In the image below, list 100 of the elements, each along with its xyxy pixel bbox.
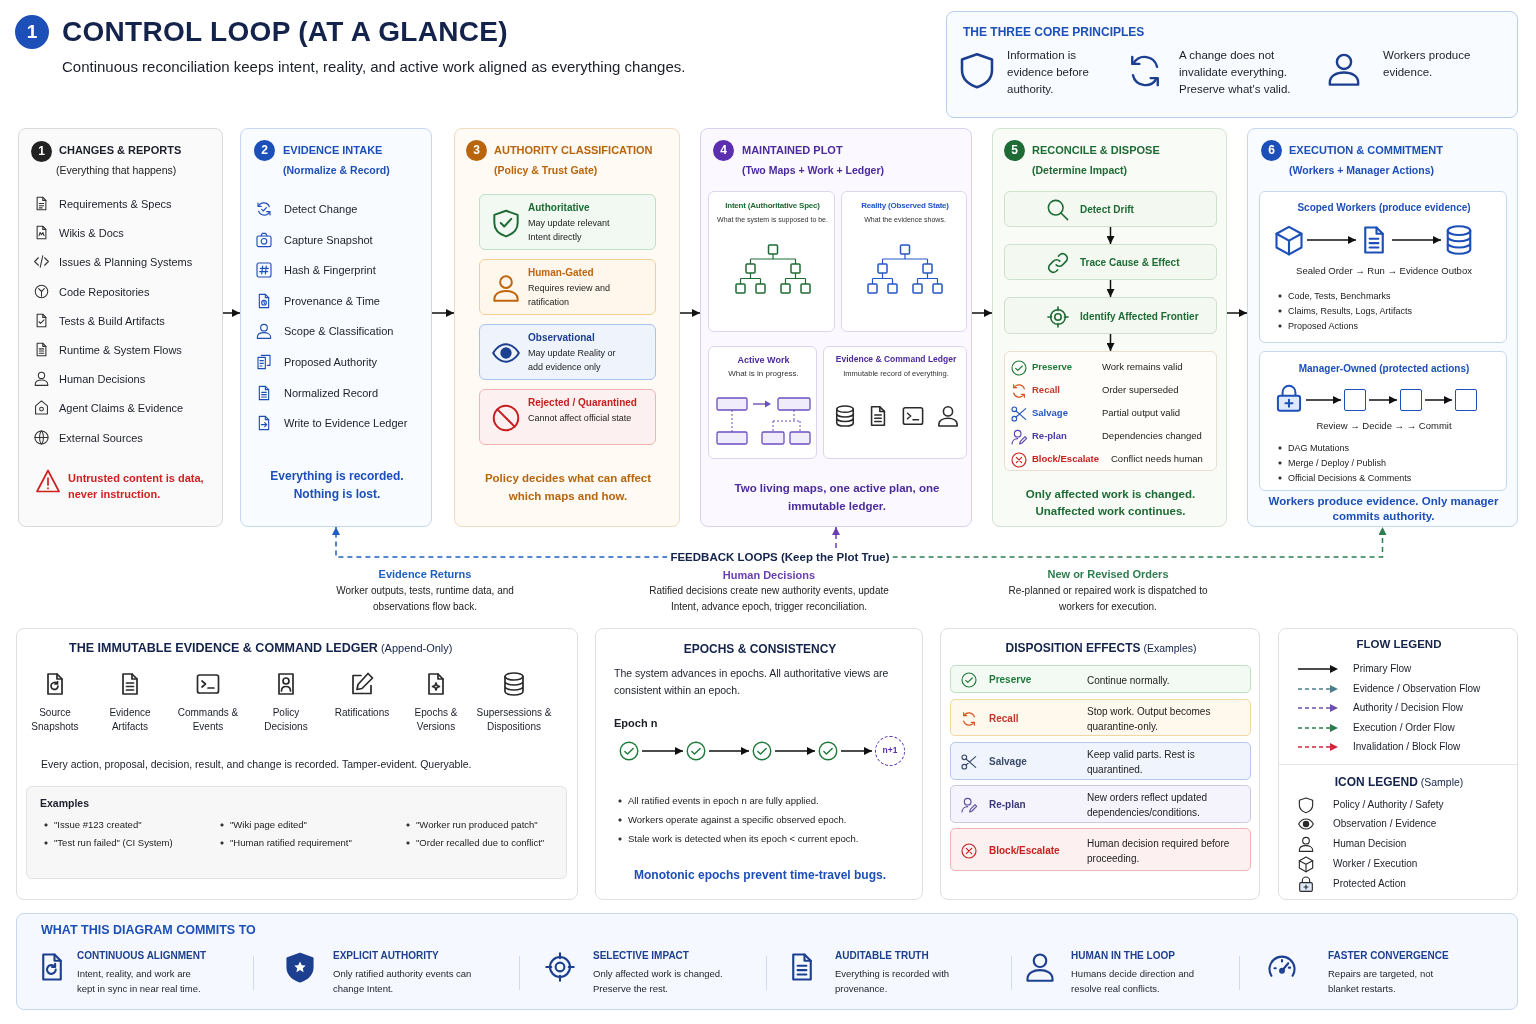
process-step [1004, 297, 1217, 334]
disposition-text: Continue normally. [1087, 674, 1170, 688]
disposition-name: Preserve [989, 673, 1032, 687]
card-title: Manager-Owned (protected actions) [1298, 362, 1470, 376]
item-label: Epochs & Versions [413, 706, 459, 734]
bullet-item: Workers operate against a specific observed epoch. [618, 814, 847, 827]
category-card [479, 389, 656, 445]
list-item: Write to Evidence Ledger [284, 416, 408, 432]
subheading: Epoch n [614, 716, 658, 731]
description-text: Ratified decisions create new authority events, update Intent, advance epoch, trigger reconciliation. [648, 584, 890, 614]
stage-panel [700, 128, 972, 527]
disposition-name: Salvage [989, 755, 1027, 769]
step-label: Detect Drift [1080, 203, 1134, 217]
item-text: Intent, reality, and work are kept in sync in near real time. [77, 967, 202, 996]
arrow [1306, 236, 1357, 244]
subtitle: Continuous reconciliation keeps intent, reality, and active work aligned as everything changes. [62, 57, 686, 77]
disposition-row [950, 828, 1251, 871]
stage-panel [454, 128, 680, 527]
panel-subtitle: (Policy & Trust Gate) [494, 163, 598, 178]
card-title: Human-Gated [528, 266, 594, 280]
map-card [708, 346, 817, 459]
item-heading: FASTER CONVERGENCE [1328, 949, 1449, 963]
ledger-panel [16, 628, 578, 900]
list-item: Tests & Build Artifacts [59, 313, 165, 329]
card-text: Requires review and ratification [528, 282, 612, 309]
panel-heading: EVIDENCE INTAKE [283, 143, 383, 158]
process-step [1004, 191, 1217, 227]
disposition-name: Recall [1032, 384, 1060, 397]
check-circle-icon [818, 741, 838, 761]
category-card [479, 259, 656, 315]
disposition-row [950, 785, 1251, 823]
card-title: Active Work [737, 354, 790, 367]
disposition-row [950, 742, 1251, 780]
card-text: May update Reality or add evidence only [528, 347, 617, 374]
warning-note: Untrusted content is data, never instruction. [68, 471, 205, 502]
legend-text: Authority / Decision Flow [1353, 701, 1464, 715]
panel-heading: RECONCILE & DISPOSE [1032, 143, 1160, 158]
arrow [1106, 226, 1115, 245]
dashed-arrow [832, 526, 840, 549]
description-text: Every action, proposal, decision, result, and change is recorded. Tamper-evident. Queryable. [41, 757, 472, 772]
dashed-arrow [891, 526, 1387, 558]
legend-text: Human Decision [1333, 837, 1407, 851]
edge-label: Human Decisions [722, 568, 816, 583]
map-card [823, 346, 967, 459]
examples-panel [26, 786, 567, 879]
panel-heading: MAINTAINED PLOT [742, 143, 843, 158]
list-item: External Sources [59, 430, 143, 446]
disposition-name: Block/Escalate [1032, 453, 1100, 466]
check-circle-icon [619, 741, 639, 761]
panel-heading: DISPOSITION EFFECTS (Examples) [1005, 640, 1197, 657]
stage-panel [992, 128, 1227, 527]
flow-caption: Sealed Order → Run → Evidence Outbox [1296, 265, 1472, 278]
list-item: Requirements & Specs [59, 197, 172, 212]
disposition-text: Human decision required before proceeding. [1087, 836, 1231, 866]
disposition-text: New orders reflect updated dependencies/conditions. [1087, 791, 1209, 820]
panel-heading: CHANGES & REPORTS [59, 143, 182, 158]
list-item: Runtime & System Flows [59, 343, 182, 358]
arrow [1106, 279, 1115, 298]
panel-subtitle: (Two Maps + Work + Ledger) [742, 163, 884, 178]
disposition-text: Work remains valid [1102, 361, 1183, 374]
bullet-item: Claims, Results, Logs, Artifacts [1278, 305, 1413, 318]
empty-square [1455, 389, 1477, 411]
disposition-row [950, 665, 1251, 693]
disposition-row [950, 699, 1251, 736]
item-text: Everything is recorded with provenance. [835, 967, 951, 996]
empty-square [1344, 389, 1366, 411]
arrow [1226, 309, 1248, 317]
panel-subtitle: (Determine Impact) [1032, 163, 1128, 178]
number-badge: 1 [15, 15, 49, 49]
bullet-item: All ratified events in epoch n are fully applied. [618, 795, 819, 808]
arrow [708, 747, 750, 755]
arrow [1391, 236, 1442, 244]
item-label: Source Snapshots [30, 706, 80, 734]
bullet-item: Merge / Deploy / Publish [1278, 457, 1387, 470]
arrow [1424, 396, 1453, 404]
panel-heading: Examples [40, 796, 90, 811]
summary-note: Policy decides what can affect which maps and how. [483, 471, 653, 504]
number-badge: 1 [31, 141, 52, 162]
section-heading: WHAT THIS DIAGRAM COMMITS TO [41, 922, 256, 939]
description-text: Worker outputs, tests, runtime data, and observations flow back. [335, 584, 515, 614]
arrow [1106, 333, 1115, 352]
legend-text: Invalidation / Block Flow [1353, 740, 1461, 754]
check-circle-icon [686, 741, 706, 761]
disposition-name: Block/Escalate [989, 843, 1060, 857]
bullet-item: "Wiki page edited" [220, 819, 307, 832]
item-label: Supersessions & Dispositions [475, 706, 553, 734]
panel-heading: THE IMMUTABLE EVIDENCE & COMMAND LEDGER (Append-Only) [69, 640, 453, 657]
number-badge: 4 [713, 140, 734, 161]
edge-label: New or Revised Orders [1047, 567, 1169, 582]
actions-card [1259, 191, 1507, 343]
legend-text: Primary Flow [1353, 662, 1412, 676]
card-text: Cannot affect official state [528, 412, 632, 425]
flow-caption: Review → Decide → → Commit [1316, 420, 1452, 433]
bullet-item: Code, Tests, Benchmarks [1278, 290, 1391, 303]
summary-note: Everything is recorded. Nothing is lost. [269, 468, 405, 503]
step-label: Identify Affected Frontier [1080, 309, 1199, 323]
bullet-item: Stale work is detected when its epoch < current epoch. [618, 833, 859, 846]
disposition-text: Keep valid parts. Rest is quarantined. [1087, 748, 1196, 777]
summary-note: Only affected work is changed. Unaffected work continues. [1024, 487, 1197, 519]
item-label: Policy Decisions [263, 706, 309, 734]
